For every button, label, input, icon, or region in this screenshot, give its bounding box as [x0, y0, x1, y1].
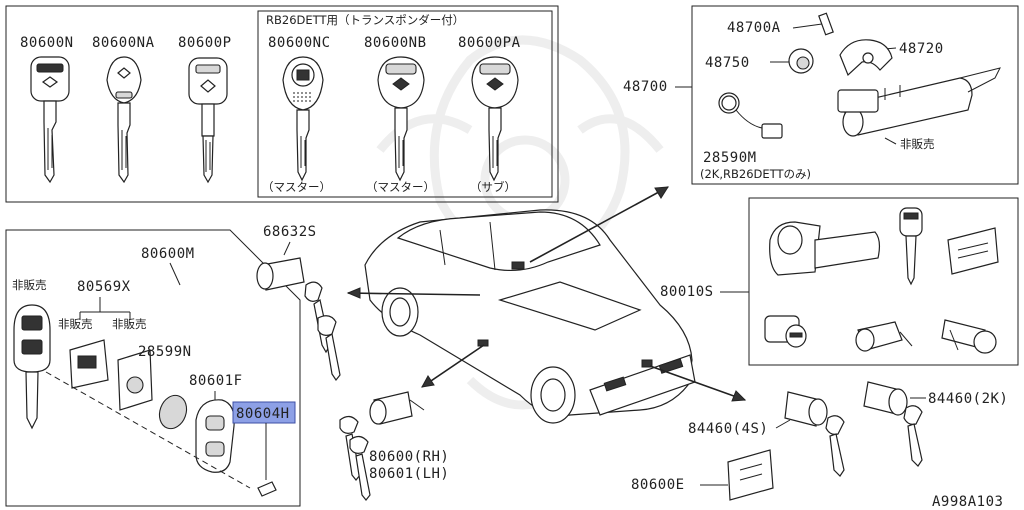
key-code-label: 80600NB	[364, 35, 427, 51]
keys-section: RB26DETT用（トランスポンダー付） 80600N 80600NA 8060…	[5, 5, 559, 203]
cylinder-68632S[interactable]	[256, 257, 305, 291]
key-80600N[interactable]: 80600N	[20, 35, 74, 184]
label-80601LH: 80601(LH)	[369, 466, 449, 482]
label-not-for-sale: 非販売	[900, 137, 935, 151]
clamp-48720[interactable]	[839, 39, 893, 77]
callout-arrows	[346, 186, 747, 402]
door-lock-80600RH: 80600(RH) 80601(LH)	[339, 391, 449, 501]
key-80600P[interactable]: 80600P	[178, 35, 232, 184]
battery-28599N[interactable]	[155, 392, 191, 433]
diagram-id: A998A103	[932, 494, 1003, 510]
lockset-bracket[interactable]	[947, 227, 999, 275]
lockset-cylinder-a[interactable]	[764, 315, 807, 348]
cover-80601F[interactable]	[195, 399, 235, 473]
ignition-cylinder-48700[interactable]	[837, 67, 1001, 137]
key-code-label: 80600P	[178, 35, 232, 51]
label-not-for-sale: 非販売	[12, 278, 47, 292]
keys-80600RH[interactable]	[339, 415, 371, 501]
key-note: （マスター）	[262, 180, 331, 194]
key-80600NB[interactable]: 80600NB （マスター）	[364, 35, 435, 194]
label-80604H-highlight[interactable]: 80604H	[232, 401, 296, 424]
label-48700: 48700	[623, 79, 668, 95]
key-80600PA[interactable]: 80600PA （サブ）	[458, 35, 521, 194]
lockset-key[interactable]	[899, 207, 923, 286]
cylinder-84460-2K[interactable]	[863, 381, 923, 467]
label-28590M-note: (2K,RB26DETTのみ)	[700, 167, 811, 181]
label-not-for-sale: 非販売	[112, 317, 147, 331]
antenna-28590M[interactable]	[718, 92, 783, 139]
label-68632S: 68632S	[263, 224, 317, 240]
key-80600M[interactable]	[13, 304, 51, 430]
label-28590M: 28590M	[703, 150, 757, 166]
label-80569X: 80569X	[77, 279, 131, 295]
label-48720: 48720	[899, 41, 944, 57]
cylinder-80600RH[interactable]	[369, 391, 425, 425]
screw-80604H[interactable]	[257, 481, 277, 497]
label-48750: 48750	[705, 55, 750, 71]
label-80604H: 80604H	[236, 406, 290, 422]
lockset-cylinder-c[interactable]	[941, 319, 997, 354]
key-note: （サブ）	[470, 180, 516, 194]
trunk-lock-84460: 84460(4S) 84460(2K) 80600E	[631, 381, 1008, 501]
lockset-ignition[interactable]	[769, 221, 881, 276]
key-80600NA[interactable]: 80600NA	[92, 35, 155, 184]
label-80601F: 80601F	[189, 373, 243, 389]
lockset-80010S-section: 80010S	[660, 197, 1019, 366]
key-note: （マスター）	[366, 180, 435, 194]
rb26-header: RB26DETT用（トランスポンダー付）	[266, 13, 464, 27]
keys-68632S[interactable]	[304, 281, 341, 382]
circuit-board-b[interactable]	[117, 349, 153, 411]
label-80600M: 80600M	[141, 246, 195, 262]
car-illustration	[364, 209, 696, 424]
key-80600NC[interactable]: 80600NC （マスター）	[262, 35, 331, 194]
ignition-section: 48700A 48720 48750 48700 非販売	[623, 5, 1019, 185]
label-80600E: 80600E	[631, 477, 685, 493]
label-28599N: 28599N	[138, 344, 192, 360]
screw-48700A[interactable]	[818, 12, 834, 36]
remote-section: 80600M 非販売 80569X 非販売 非販売 28599N 80601F	[5, 229, 301, 507]
label-80600RH: 80600(RH)	[369, 449, 449, 465]
key-code-label: 80600NC	[268, 35, 331, 51]
key-code-label: 80600PA	[458, 35, 521, 51]
key-code-label: 80600NA	[92, 35, 155, 51]
label-84460-2K: 84460(2K)	[928, 391, 1008, 407]
circuit-board-a[interactable]	[69, 339, 109, 389]
label-not-for-sale: 非販売	[58, 317, 93, 331]
key-code-label: 80600N	[20, 35, 74, 51]
cylinder-84460-4S[interactable]	[784, 391, 845, 477]
lockset-cylinder-b[interactable]	[855, 321, 913, 352]
trunk-lock-68632S: 68632S	[256, 224, 341, 382]
bracket-80600E[interactable]	[727, 449, 774, 501]
label-80010S: 80010S	[660, 284, 714, 300]
label-84460-4S: 84460(4S)	[688, 421, 768, 437]
label-48700A: 48700A	[727, 20, 781, 36]
ring-48750[interactable]	[788, 48, 814, 74]
